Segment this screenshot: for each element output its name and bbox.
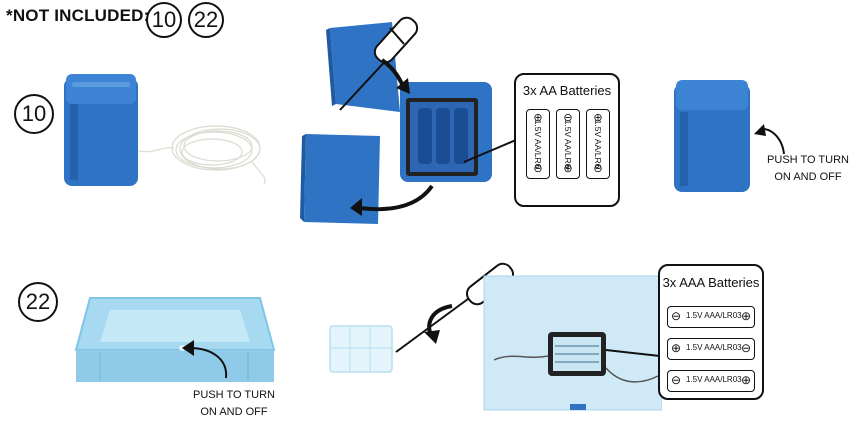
push-instruction-10: PUSH TO TURN ON AND OFF	[762, 152, 854, 186]
aaa-battery-callout: 3x AAA Batteries ⊖ 1.5V AAA/LR03 ⊕ ⊕ 1.5…	[658, 264, 764, 400]
push-arrow-head-icon	[182, 340, 194, 356]
aa-battery-label: 1.5V AA/LR6	[563, 119, 573, 169]
push-arrow-head-icon	[754, 124, 766, 136]
closed-battery-box-illustration	[674, 80, 785, 192]
aaa-battery-cell: ⊕ 1.5V AAA/LR03 ⊖	[667, 338, 755, 360]
aaa-battery-label: 1.5V AAA/LR03	[686, 343, 742, 352]
clear-tray-illustration	[74, 297, 276, 382]
plus-terminal-icon: ⊕	[593, 112, 603, 124]
minus-terminal-icon: ⊖	[740, 341, 751, 355]
connector-line	[605, 349, 661, 357]
clear-tray-icon	[74, 297, 276, 382]
push-arrow-icon	[189, 347, 228, 379]
not-included-note: *NOT INCLUDED:	[6, 6, 150, 25]
arrow-head-icon	[396, 78, 410, 94]
lid-removal-illustration	[300, 16, 492, 224]
aa-battery-cell: ⊖ 1.5V AA/LR6 ⊕	[556, 109, 580, 179]
plus-terminal-icon: ⊕	[563, 163, 573, 175]
arrow-curve-icon-2	[359, 184, 434, 212]
plus-terminal-icon: ⊕	[533, 112, 543, 124]
aaa-callout-title: 3x AAA Batteries	[662, 275, 760, 290]
connector-line	[463, 139, 517, 163]
aa-callout-title: 3x AA Batteries	[522, 83, 612, 98]
aa-battery-label: 1.5V AA/LR6	[593, 119, 603, 169]
section-10-badge: 10	[14, 94, 54, 134]
badge-22-small: 22	[188, 2, 224, 38]
aaa-battery-cell: ⊖ 1.5V AAA/LR03 ⊕	[667, 306, 755, 328]
plus-terminal-icon: ⊕	[740, 373, 751, 387]
push-text-line-2: ON AND OFF	[200, 406, 268, 418]
aa-battery-callout: 3x AA Batteries ⊕ 1.5V AA/LR6 ⊖ ⊖ 1.5V A…	[514, 73, 620, 207]
tray-battery-compartment-illustration	[329, 262, 662, 411]
push-instruction-22: PUSH TO TURN ON AND OFF	[188, 387, 280, 421]
minus-terminal-icon: ⊖	[563, 112, 573, 124]
plus-terminal-icon: ⊕	[740, 309, 751, 323]
aa-battery-label: 1.5V AA/LR6	[533, 119, 543, 169]
minus-terminal-icon: ⊖	[593, 163, 603, 175]
section-22-badge: 22	[18, 282, 58, 322]
plus-terminal-icon: ⊕	[671, 341, 682, 355]
minus-terminal-icon: ⊖	[671, 373, 682, 387]
aaa-battery-label: 1.5V AAA/LR03	[686, 375, 742, 384]
badge-10-small: 10	[146, 2, 182, 38]
push-text-line-1: PUSH TO TURN	[767, 154, 849, 166]
minus-terminal-icon: ⊖	[671, 309, 682, 323]
aa-battery-cell: ⊕ 1.5V AA/LR6 ⊖	[526, 109, 550, 179]
tray-base-icon	[483, 275, 662, 411]
aa-battery-cell: ⊕ 1.5V AA/LR6 ⊖	[586, 109, 610, 179]
aaa-battery-cell: ⊖ 1.5V AAA/LR03 ⊕	[667, 370, 755, 392]
push-text-line-2: ON AND OFF	[774, 171, 842, 183]
arrow-head-icon	[424, 330, 440, 344]
push-text-line-1: PUSH TO TURN	[193, 389, 275, 401]
battery-box-icon	[64, 74, 138, 186]
minus-terminal-icon: ⊖	[533, 163, 543, 175]
open-battery-box-icon	[400, 82, 492, 182]
aaa-battery-label: 1.5V AAA/LR03	[686, 311, 742, 320]
light-string-icon	[137, 125, 266, 185]
compartment-cover-icon	[329, 325, 393, 373]
battery-box-with-lights-illustration	[64, 74, 266, 186]
arrow-head-icon-2	[350, 198, 362, 216]
battery-box-icon	[674, 80, 750, 192]
